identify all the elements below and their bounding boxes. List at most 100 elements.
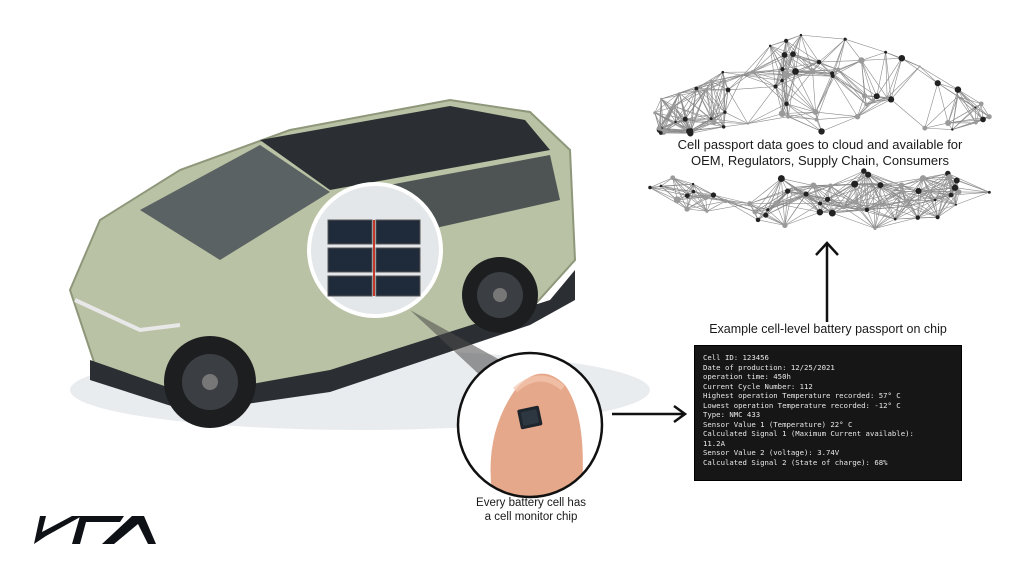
network-link [710, 72, 724, 119]
network-link [929, 190, 952, 196]
network-link [672, 177, 688, 210]
network-link [679, 89, 707, 94]
network-node [885, 95, 889, 100]
network-link [813, 185, 844, 208]
network-link [894, 206, 907, 220]
network-node [918, 65, 921, 68]
network-link [690, 89, 707, 134]
network-link [957, 89, 982, 105]
network-link [775, 40, 787, 87]
network-node [884, 50, 888, 54]
network-link [706, 80, 725, 91]
network-link [722, 71, 744, 76]
network-node [935, 215, 940, 220]
network-node [785, 188, 791, 194]
network-node [684, 206, 690, 212]
network-node [705, 209, 709, 213]
network-link [747, 113, 783, 124]
network-link [843, 183, 855, 208]
network-node [898, 182, 905, 189]
network-link [919, 66, 938, 84]
network-link [957, 89, 990, 117]
network-link [954, 187, 990, 193]
network-node [723, 110, 727, 114]
network-link [686, 183, 694, 210]
network-node [671, 103, 677, 109]
network-link [866, 209, 876, 229]
network-node [741, 74, 745, 77]
network-link [787, 71, 796, 117]
network-link [957, 96, 984, 120]
network-link [687, 208, 707, 212]
network-node [674, 120, 677, 124]
network-node [752, 209, 758, 215]
network-node [898, 54, 906, 62]
network-link [821, 116, 858, 132]
network-link [696, 71, 723, 89]
network-link [874, 204, 882, 229]
network-link [788, 116, 822, 132]
network-link [906, 178, 924, 207]
network-link [947, 173, 990, 193]
network-link [742, 74, 776, 87]
network-node [873, 93, 880, 100]
network-node [763, 212, 769, 218]
network-node [816, 209, 824, 216]
network-node [656, 125, 662, 131]
network-link [711, 81, 724, 127]
network-link [673, 105, 712, 119]
network-link [649, 187, 694, 192]
network-node [784, 101, 789, 107]
network-node [682, 116, 688, 122]
network-link [781, 178, 807, 195]
network-node [879, 202, 883, 206]
network-link [786, 103, 822, 132]
network-link [654, 112, 660, 129]
network-link [706, 200, 726, 212]
network-node [830, 74, 835, 79]
network-link [830, 183, 855, 187]
network-link [867, 174, 906, 202]
network-link [711, 118, 748, 124]
cloud-caption-line1: Cell passport data goes to cloud and ava… [677, 137, 963, 152]
network-node [653, 111, 657, 115]
network-link [686, 200, 726, 210]
network-link [672, 177, 694, 185]
network-link [725, 200, 759, 221]
network-link [800, 34, 820, 63]
network-link [917, 187, 956, 218]
network-link [672, 177, 706, 198]
battery-passport-panel: Cell ID: 123456 Date of production: 12/2… [694, 345, 962, 481]
network-link [770, 45, 794, 55]
car-roof [260, 106, 550, 190]
network-link [952, 96, 959, 130]
network-node [799, 33, 803, 37]
network-link [874, 185, 881, 229]
network-link [649, 185, 662, 188]
network-node [694, 86, 699, 91]
network-node [691, 189, 696, 194]
network-node [974, 106, 977, 109]
network-node [791, 186, 794, 189]
network-link [692, 183, 714, 196]
network-node [956, 189, 962, 195]
passport-line-highest-temp: Highest operation Temperature recorded: … [703, 391, 901, 401]
network-link [819, 201, 856, 213]
network-link [901, 57, 920, 67]
network-node [684, 193, 690, 199]
network-link [660, 185, 694, 192]
network-node [809, 68, 816, 75]
network-link [706, 194, 714, 212]
network-link [837, 69, 874, 102]
network-link [890, 66, 920, 100]
network-link [895, 199, 936, 220]
network-link [795, 71, 816, 113]
network-link [785, 40, 820, 63]
network-link [873, 97, 888, 102]
network-node [951, 128, 954, 131]
network-link [867, 174, 903, 192]
network-link [832, 75, 858, 117]
car-cladding [90, 270, 575, 412]
network-link [658, 98, 662, 129]
network-node [927, 189, 932, 193]
